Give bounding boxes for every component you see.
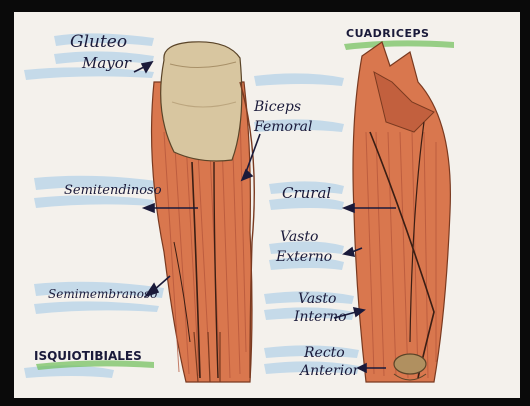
label-vasto-externo-line2: Externo <box>276 250 332 264</box>
green-underline-cuadriceps <box>344 40 454 50</box>
anterior-leg <box>353 42 450 382</box>
label-biceps-line2: Femoral <box>254 120 312 134</box>
posterior-leg <box>152 42 255 382</box>
label-semitendinoso: Semitendinoso <box>64 184 162 197</box>
drawing-paper: Gluteo Mayor Biceps Femoral Semitendinos… <box>14 12 520 398</box>
label-vasto-externo-line1: Vasto <box>280 230 318 244</box>
label-isquiotibiales: ISQUIOTIBIALES <box>34 350 142 362</box>
label-gluteo-line2: Mayor <box>82 56 131 71</box>
label-cuadriceps: CUADRICEPS <box>346 28 429 39</box>
label-vasto-interno-line2: Interno <box>294 310 347 324</box>
label-vasto-interno-line1: Vasto <box>298 292 336 306</box>
label-biceps-line1: Biceps <box>254 100 301 114</box>
label-recto-line1: Recto <box>304 346 345 360</box>
label-gluteo-line1: Gluteo <box>70 34 127 51</box>
label-semimembranoso: Semimembranoso <box>48 288 157 300</box>
label-crural: Crural <box>282 186 331 201</box>
label-recto-line2: Anterior <box>300 364 359 378</box>
